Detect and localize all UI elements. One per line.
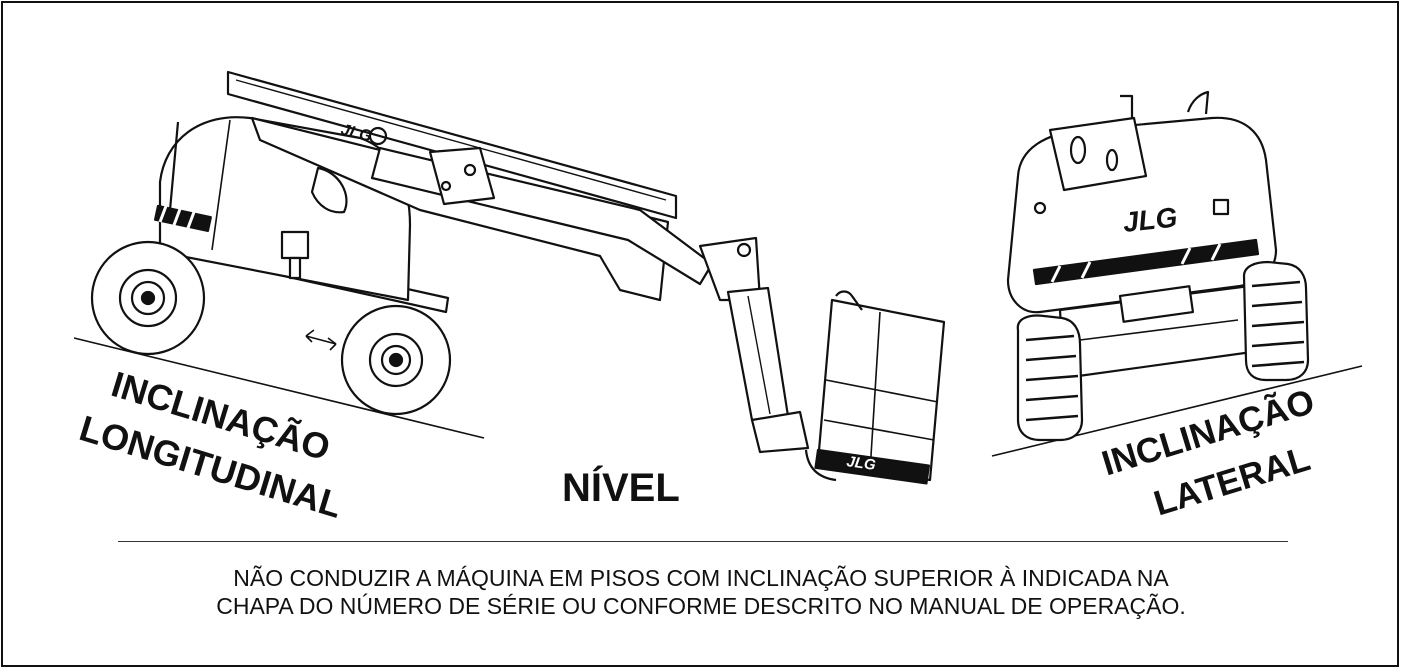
boom-lift-side-view-icon: JLG JLG	[73, 70, 946, 485]
label-nivel: NÍVEL	[562, 466, 680, 510]
divider-line	[118, 541, 1288, 542]
hazard-stripes	[153, 204, 212, 233]
basket-logo: JLG	[845, 453, 877, 474]
warning-text-line2: CHAPA DO NÚMERO DE SÉRIE OU CONFORME DES…	[216, 593, 1186, 619]
boom-lift-rear-view-icon: JLG	[991, 90, 1363, 457]
warning-text-line1: NÃO CONDUZIR A MÁQUINA EM PISOS COM INCL…	[233, 565, 1169, 591]
rear-logo: JLG	[1121, 201, 1178, 238]
